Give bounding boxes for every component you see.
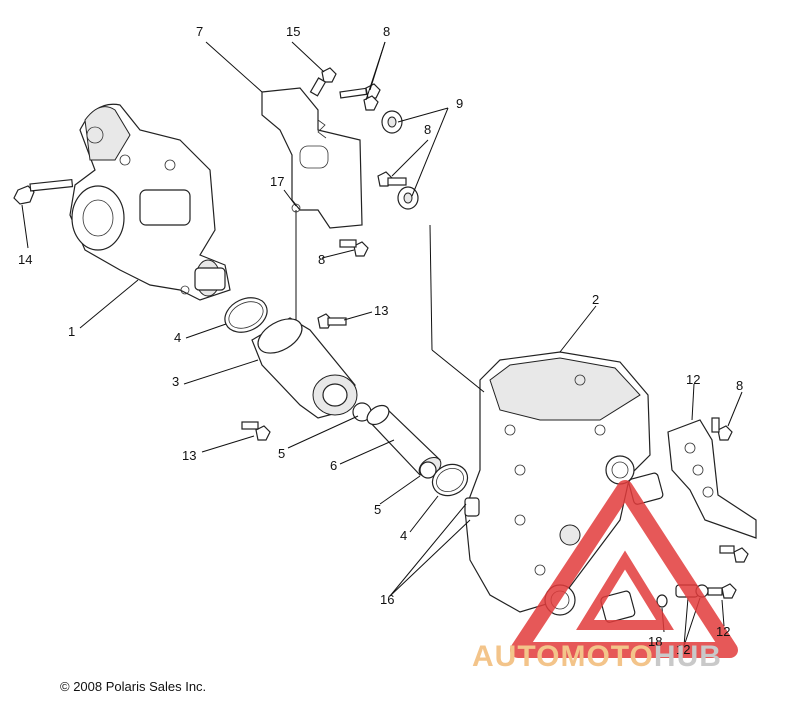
callout-9: 9: [456, 96, 463, 111]
washer-18-part: [656, 594, 668, 608]
callout-17: 17: [270, 174, 284, 189]
callout-13-lower: 13: [182, 448, 196, 463]
callout-6: 6: [330, 458, 337, 473]
o-ring-4-right-part: [431, 463, 469, 497]
callout-18: 18: [648, 634, 662, 649]
bolt-8-right-lower-part: [719, 545, 749, 563]
callout-labels: 7 15 8 9 8 17 14 8 2 13 1 4 12 8 3 13 5 …: [18, 24, 743, 657]
callout-8-top: 8: [383, 24, 390, 39]
callout-8-mid: 8: [424, 122, 431, 137]
callout-2: 2: [592, 292, 599, 307]
callout-13-upper: 13: [374, 303, 388, 318]
spacer-9-lower-part: [397, 186, 419, 210]
callout-11: 12: [716, 624, 730, 639]
callout-16: 16: [380, 592, 394, 607]
bolt-15-part: [309, 67, 337, 97]
callout-8-right: 8: [736, 378, 743, 393]
bolt-8-right-upper-part: [711, 417, 733, 441]
bolt-13-lower-part: [241, 421, 271, 441]
watermark-logo: [510, 480, 738, 658]
bolt-13-upper-part: [317, 313, 347, 329]
callout-7: 7: [196, 24, 203, 39]
callout-8-lower-left: 8: [318, 252, 325, 267]
callout-14: 14: [18, 252, 32, 267]
callout-5-right: 5: [374, 502, 381, 517]
copyright-notice: © 2008 Polaris Sales Inc.: [60, 679, 207, 694]
callout-12: 12: [676, 642, 690, 657]
watermark-text: AUTOMOTOHUB: [472, 640, 722, 674]
spacer-9-upper-part: [381, 110, 403, 134]
callout-4-left: 4: [174, 330, 181, 345]
leader-lines: [21, 41, 743, 647]
bolt-11-part: [707, 583, 737, 599]
rear-bracket-10-part: [667, 419, 757, 539]
callout-1: 1: [68, 324, 75, 339]
watermark-text-b: HUB: [653, 640, 722, 673]
callout-4-right: 4: [400, 528, 407, 543]
bolt-8-mid-part: [377, 171, 407, 187]
callout-5-left: 5: [278, 446, 285, 461]
shaft-housing-part: [251, 317, 358, 419]
bolt-14-part: [13, 178, 74, 205]
callout-15: 15: [286, 24, 300, 39]
watermark-text-a: AUTOMOTO: [472, 640, 654, 673]
mount-bracket-part: [261, 87, 363, 229]
snap-ring-5-lower-part: [419, 461, 437, 479]
bolt-8-lower-left-part: [339, 239, 369, 257]
front-gearcase-part: [69, 103, 231, 301]
callout-10: 12: [686, 372, 700, 387]
main-gearcase-part: [464, 351, 664, 623]
bolt-8-upper-part: [339, 83, 381, 111]
callout-3: 3: [172, 374, 179, 389]
